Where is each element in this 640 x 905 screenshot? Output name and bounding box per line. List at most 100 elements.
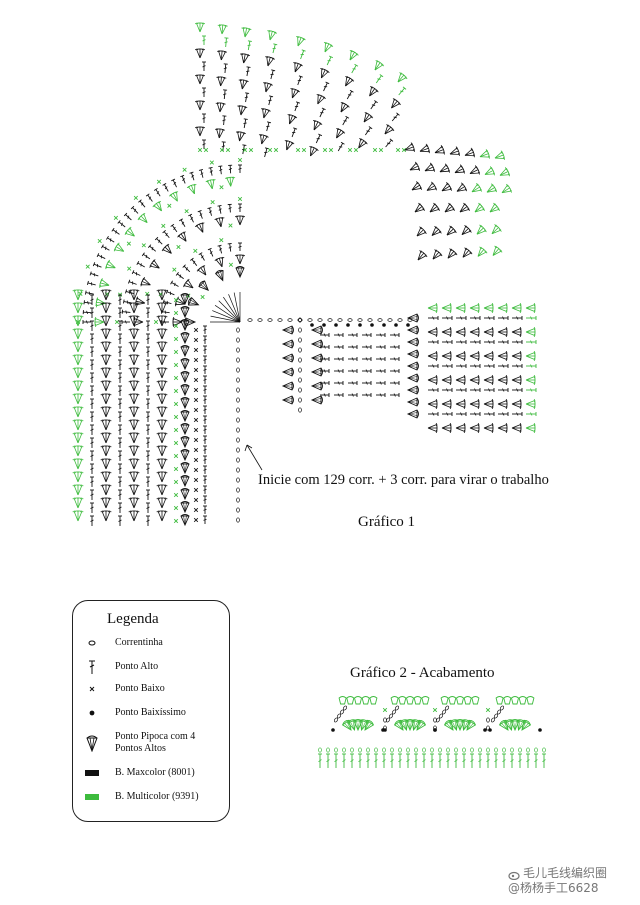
stitch-sc (173, 362, 179, 368)
stitch-slip (394, 323, 398, 327)
stitch-fan (214, 256, 225, 268)
stitch-dc (498, 340, 509, 344)
shell-popcorn-top (448, 696, 457, 705)
stitch-fan (441, 399, 452, 409)
legend-item-popcorn: Ponto Pipoca com 4 Pontos Altos (81, 731, 215, 755)
stitch-dc (118, 476, 122, 487)
stitch-dc (197, 210, 203, 219)
stitch-dc (526, 364, 537, 368)
stitch-dc (300, 49, 306, 60)
stitch-dc (92, 262, 102, 268)
stitch-chain (478, 747, 482, 753)
stitch-fan (177, 231, 187, 242)
stitch-fan (483, 375, 494, 385)
stitch-dc (376, 369, 386, 373)
stitch-fan (483, 399, 494, 409)
stitch-chain (337, 713, 341, 719)
stitch-chain (494, 747, 498, 753)
stitch-dc (121, 320, 130, 324)
legend-label: B. Multicolor (9391) (115, 791, 199, 802)
stitch-dc (222, 115, 227, 126)
stitch-dc (146, 398, 150, 409)
stitch-slip (358, 323, 362, 327)
stitch-dc (146, 385, 150, 396)
stitch-popcorn (180, 475, 190, 488)
stitch-chain (257, 318, 263, 322)
stitch-dc (390, 381, 400, 385)
stitch-fan (195, 22, 205, 33)
stitch-dc (203, 445, 207, 454)
stitch-dc (175, 272, 184, 280)
stitch-fan (72, 432, 84, 444)
stitch-chain (397, 318, 403, 322)
stitch-chain (334, 747, 338, 753)
stitch-sc (173, 466, 179, 472)
stitch-dc (510, 753, 514, 768)
stitch-dc (494, 753, 498, 768)
stitch-fan (287, 113, 298, 125)
green-swatch-icon (81, 794, 103, 800)
stitch-sc (173, 479, 179, 485)
stitch-fan (186, 183, 197, 195)
stitch-chain (298, 407, 302, 413)
stitch-slip (322, 323, 326, 327)
stitch-dc (498, 364, 509, 368)
stitch-popcorn (215, 269, 224, 282)
stitch-fan (455, 351, 466, 361)
stitch-fan (156, 497, 168, 509)
stitch-dc (315, 133, 323, 144)
stitch-fan (156, 471, 168, 483)
stitch-dc (470, 316, 481, 320)
stitch-dc (326, 55, 333, 66)
stitch-dc (320, 345, 330, 349)
stitch-fan (456, 182, 468, 192)
stitch-fan (441, 351, 452, 361)
stitch-fan (497, 351, 508, 361)
stitch-dc (146, 502, 150, 513)
stitch-fan (363, 111, 374, 123)
stitch-dc (470, 364, 481, 368)
shell-popcorn-top (361, 696, 370, 705)
stitch-sc (173, 336, 179, 342)
stitch-dc (125, 289, 134, 295)
stitch-fan (455, 423, 466, 433)
stitch-dc (118, 463, 122, 474)
stitch-dc (202, 35, 206, 45)
stitch-chain (326, 747, 330, 753)
stitch-fan (241, 27, 252, 38)
stitch-dc (118, 502, 122, 513)
stitch-popcorn (406, 349, 419, 359)
stitch-chain (236, 337, 240, 343)
stitch-fan (469, 423, 480, 433)
stitch-fan (214, 217, 225, 228)
stitch-fan (137, 212, 148, 223)
stitch-dc (130, 205, 139, 214)
stitch-chain (433, 717, 437, 723)
chart-1-title: Gráfico 1 (358, 514, 416, 530)
stitch-dc (90, 411, 94, 422)
center-spoke (210, 315, 241, 323)
stitch-fan (525, 351, 536, 361)
stitch-sc (126, 241, 132, 246)
stitch-slip (331, 728, 335, 732)
stitch-sc (173, 505, 179, 511)
stitch-chain (247, 318, 253, 322)
stitch-popcorn (406, 361, 419, 371)
stitch-dc (470, 340, 481, 344)
stitch-fan (260, 108, 271, 119)
stitch-fan (149, 259, 160, 269)
stitch-chain (534, 747, 538, 753)
stitch-slip (370, 323, 374, 327)
stitch-chain (518, 747, 522, 753)
stitch-dc (203, 475, 207, 484)
stitch-fan (72, 328, 84, 340)
stitch-dc (364, 126, 373, 136)
stitch-sc (156, 179, 162, 184)
stitch-dc (348, 393, 358, 397)
stitch-sc (237, 157, 243, 163)
stitch-dc (90, 385, 94, 396)
stitch-fan (72, 510, 84, 522)
stitch-dc (422, 753, 426, 768)
stitch-dc (198, 168, 204, 178)
stitch-fan (105, 259, 116, 270)
